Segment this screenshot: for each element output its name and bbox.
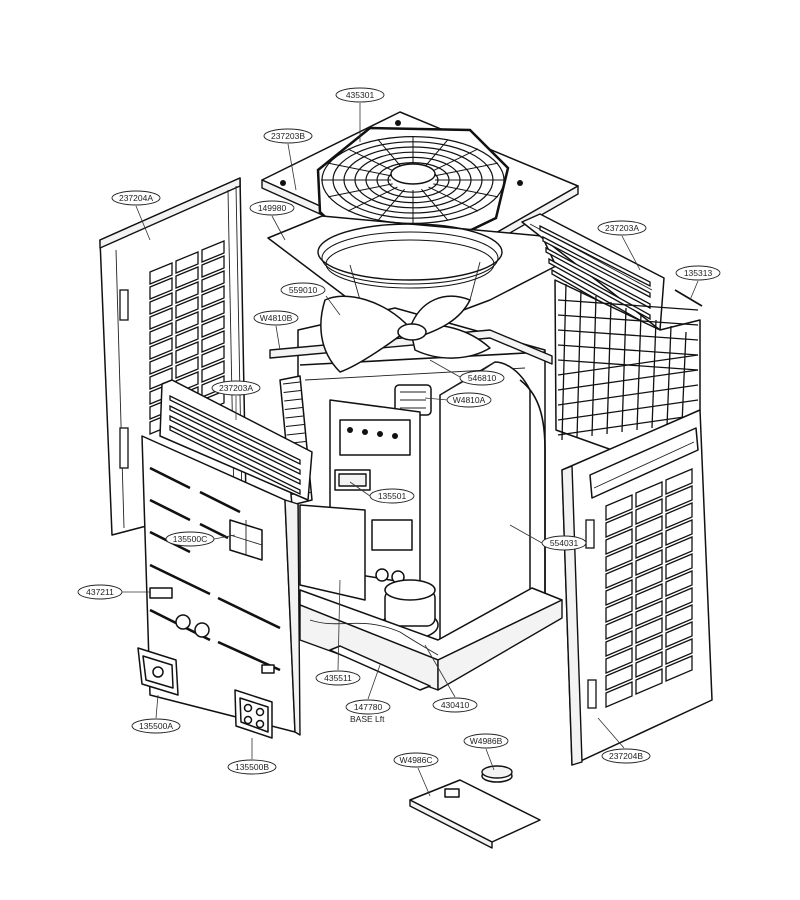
callout-w4810a: W4810A: [446, 392, 492, 408]
svg-text:437211: 437211: [86, 587, 114, 597]
left-rear-side-panel: [99, 177, 247, 536]
callout-149980: 149980: [249, 200, 295, 216]
bottom-plate: [409, 779, 541, 849]
svg-text:135500C: 135500C: [173, 534, 208, 544]
callout-135500a: 135500A: [131, 718, 181, 734]
svg-text:435301: 435301: [346, 90, 375, 100]
svg-text:237203A: 237203A: [605, 223, 639, 233]
svg-text:W4810A: W4810A: [453, 395, 486, 405]
callout-w4986b: W4986B: [463, 733, 509, 749]
svg-text:149980: 149980: [258, 203, 287, 213]
fan-motor: [394, 384, 432, 416]
svg-text:W4986C: W4986C: [399, 755, 432, 765]
callout-w4986c: W4986C: [393, 752, 439, 768]
base-pan: [299, 587, 563, 691]
svg-text:559010: 559010: [289, 285, 318, 295]
svg-text:135313: 135313: [684, 268, 713, 278]
svg-text:237203A: 237203A: [219, 383, 253, 393]
svg-text:435511: 435511: [324, 673, 352, 683]
callout-237204b: 237204B: [601, 748, 651, 764]
svg-text:237204A: 237204A: [119, 193, 153, 203]
fan-blade: [320, 295, 491, 373]
callout-135500b: 135500B: [227, 759, 277, 775]
callout-430410: 430410: [432, 697, 478, 713]
svg-text:W4810B: W4810B: [260, 313, 293, 323]
svg-text:237203B: 237203B: [271, 131, 305, 141]
callout-546810: 546810: [459, 370, 505, 386]
callout-237203b: 237203B: [263, 128, 313, 144]
callout-135500c: 135500C: [165, 531, 215, 547]
callout-435511: 435511: [315, 670, 361, 686]
front-left-panel: [141, 435, 301, 736]
leader-lines: [122, 103, 699, 797]
callout-237203a-left: 237203A: [211, 380, 261, 396]
side-rod: [674, 289, 703, 307]
drain-cap: [481, 765, 513, 783]
svg-text:554031: 554031: [550, 538, 579, 548]
svg-text:430410: 430410: [441, 700, 470, 710]
svg-text:546810: 546810: [468, 373, 497, 383]
callout-237204a: 237204A: [111, 190, 161, 206]
access-cover-b: [234, 689, 273, 739]
callout-237203a-right: 237203A: [597, 220, 647, 236]
callout-437211: 437211: [77, 584, 123, 600]
svg-text:135501: 135501: [378, 491, 407, 501]
access-cover-a: [137, 647, 179, 696]
base-note: BASE Lft: [350, 714, 385, 724]
svg-text:237204B: 237204B: [609, 751, 643, 761]
callout-135313: 135313: [675, 265, 721, 281]
right-side-grille: [605, 468, 693, 708]
callout-135501: 135501: [369, 488, 415, 504]
front-top-louvre-panel: [159, 379, 313, 501]
callout-559010: 559010: [280, 282, 326, 298]
condenser-cabinet: [439, 361, 546, 661]
svg-text:W4986B: W4986B: [470, 736, 503, 746]
callout-w4810b: W4810B: [253, 310, 299, 326]
svg-text:135500A: 135500A: [139, 721, 173, 731]
svg-text:147780: 147780: [354, 702, 383, 712]
callout-554031: 554031: [541, 535, 587, 551]
right-front-side-panel: [561, 409, 713, 766]
callout-435301: 435301: [335, 87, 385, 103]
svg-text:135500B: 135500B: [235, 762, 269, 772]
callout-147780: 147780: [345, 699, 391, 715]
